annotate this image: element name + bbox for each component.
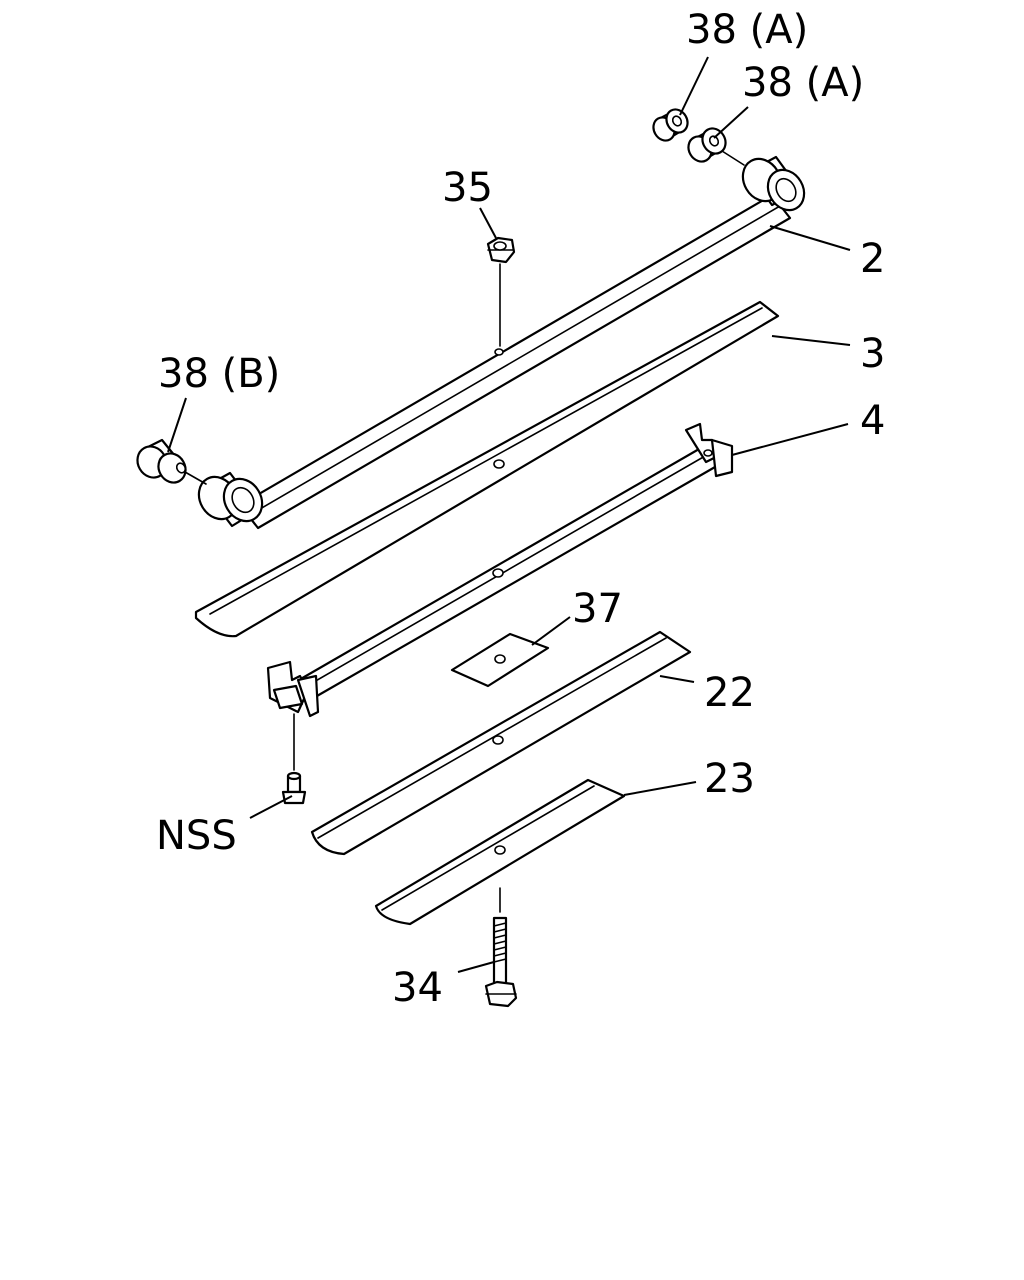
- label-23: 23: [704, 756, 755, 802]
- bushing-38a-inner: [687, 127, 727, 163]
- leader-3: [771, 335, 851, 346]
- leaf-22: [310, 630, 692, 856]
- label-38a-top: 38 (A): [686, 7, 808, 53]
- leader-23: [623, 781, 697, 796]
- leader-34: [457, 961, 495, 973]
- bushing-38b: [136, 438, 187, 484]
- label-34: 34: [392, 965, 443, 1011]
- bushing-38a-outer: [652, 108, 689, 142]
- leader-37: [531, 616, 571, 646]
- label-22: 22: [704, 670, 755, 716]
- second-leaf-3: [194, 300, 780, 638]
- leader-nss: [249, 795, 293, 819]
- center-bolt-34: [484, 916, 518, 1008]
- pad-37: [450, 632, 550, 688]
- nss-bolt: [281, 771, 307, 805]
- leader-38a-top: [679, 56, 709, 116]
- leader-38b: [167, 397, 187, 453]
- leader-lines: [167, 56, 851, 973]
- label-nss: NSS: [156, 813, 237, 859]
- label-38a-inner: 38 (A): [742, 60, 864, 106]
- label-3: 3: [860, 331, 885, 377]
- leader-2: [769, 225, 851, 251]
- clip-leaf-4: [266, 422, 734, 718]
- bushing-axis-line: [721, 150, 745, 166]
- label-4: 4: [860, 398, 885, 444]
- label-37: 37: [572, 586, 623, 632]
- leader-4: [731, 423, 849, 456]
- label-2: 2: [860, 236, 885, 282]
- leader-22: [659, 675, 695, 683]
- bushing-b-axis-line: [184, 471, 207, 485]
- leader-38a-inner: [713, 106, 749, 139]
- leader-35: [479, 207, 497, 239]
- leaf-23: [374, 778, 626, 926]
- nut-35: [486, 236, 516, 264]
- label-38b: 38 (B): [158, 351, 280, 397]
- label-35: 35: [442, 165, 493, 211]
- main-leaf-2: [197, 155, 806, 530]
